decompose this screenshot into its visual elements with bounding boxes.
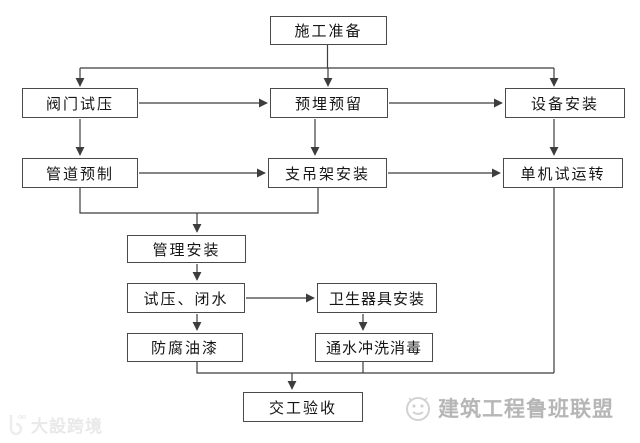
node-single-machine-test-run: 单机试运转 — [503, 158, 623, 188]
watermark-right-text: 建筑工程鲁班联盟 — [438, 398, 614, 421]
line-paint-down-and-collect-bar — [196, 362, 554, 374]
node-embed-reserve: 预埋预留 — [270, 88, 388, 118]
node-support-hanger-install: 支吊架安装 — [268, 158, 387, 188]
node-water-flush-disinfect: 通水冲洗消毒 — [315, 333, 433, 362]
node-construction-prep: 施工准备 — [270, 16, 387, 45]
node-valve-pressure-test: 阀门试压 — [22, 88, 138, 118]
smiley-face-icon — [406, 397, 430, 421]
node-sanitary-ware-install: 卫生器具安装 — [317, 283, 437, 313]
watermark-bottom-left: 大設跨境 — [5, 411, 103, 437]
badge-logo-icon — [9, 415, 26, 436]
watermark-bottom-right: 建筑工程鲁班联盟 — [403, 391, 614, 425]
node-pressure-closed-water: 试压、闭水 — [127, 283, 245, 313]
node-equipment-install: 设备安装 — [505, 88, 625, 118]
line-merge-bracket — [79, 188, 319, 214]
watermark-left-text: 大設跨境 — [31, 416, 103, 436]
node-pipe-management-install: 管理安装 — [127, 235, 246, 263]
node-handover-acceptance: 交工验收 — [243, 392, 363, 422]
node-pipe-prefab: 管道预制 — [22, 158, 138, 188]
node-anticorrosion-paint: 防腐油漆 — [127, 333, 243, 362]
